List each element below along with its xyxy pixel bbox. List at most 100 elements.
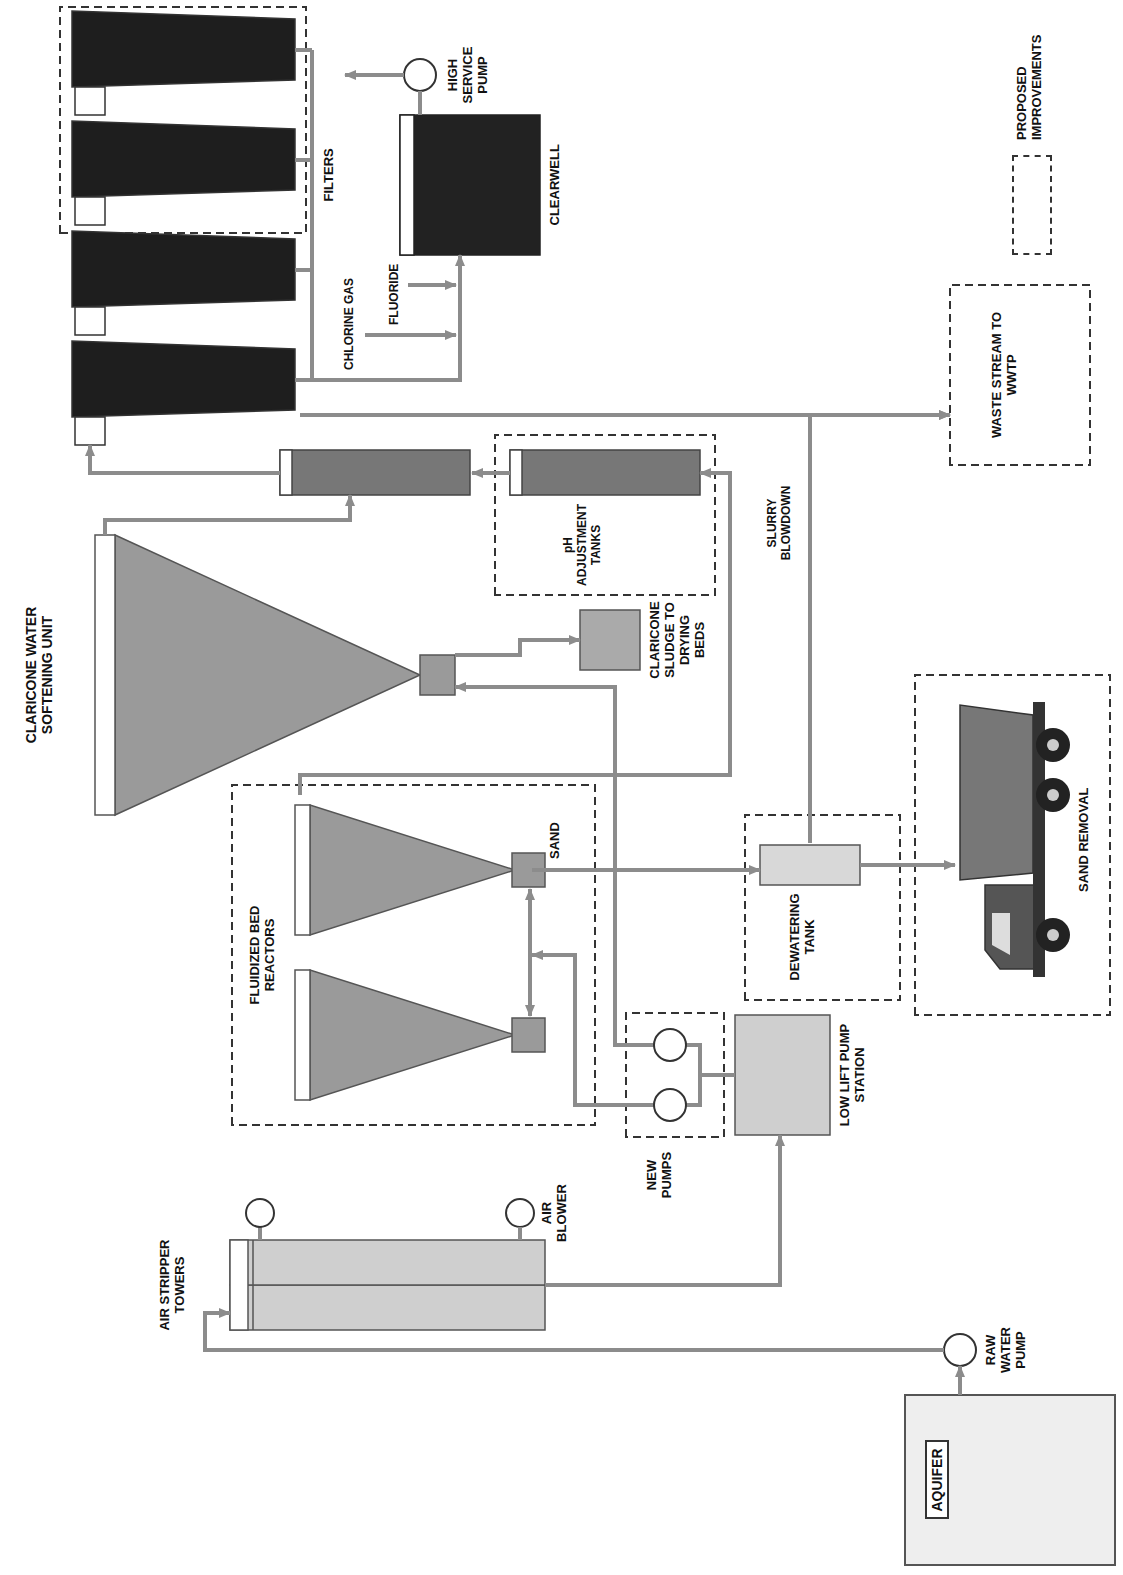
node-label: pH ADJUSTMENT TANKS <box>562 503 603 587</box>
stream-label: SAND <box>548 822 563 859</box>
wet-well <box>735 1015 830 1135</box>
flow-label: SLURRY BLOWDOWN <box>766 471 794 575</box>
transfer-arrow <box>472 471 510 475</box>
node-label: HIGH SERVICE PUMP <box>446 39 491 111</box>
pipe-connector <box>205 1313 944 1350</box>
truck-hub <box>1047 929 1059 941</box>
filter-inlet-box <box>75 197 105 225</box>
waste-stream-box: WASTE STREAM TO WWTP <box>950 285 1090 465</box>
tower <box>230 1240 545 1285</box>
filter-media <box>72 231 295 307</box>
chemical-feed-arrow <box>365 333 456 337</box>
reactor-vessels <box>295 805 545 1100</box>
pump-node: RAW WATER PUMP <box>944 1334 976 1366</box>
pump-symbol <box>944 1334 976 1366</box>
reactor-group: FLUIDIZED BED REACTORS <box>240 795 532 1115</box>
tower <box>230 1285 545 1330</box>
stripper-towers <box>230 1240 545 1330</box>
node-label: CLARICONE WATER SOFTENING UNIT <box>23 590 55 760</box>
claricone-top <box>95 535 115 815</box>
distribution-arrow <box>345 73 404 77</box>
pipe-connector <box>455 687 632 1045</box>
pipe-connector <box>300 255 460 380</box>
filter-group: FILTERS <box>70 10 300 445</box>
pump-symbol <box>654 1029 686 1061</box>
pipe-connector <box>300 473 730 795</box>
pipe-connector <box>700 1073 735 1077</box>
node-label: CLEARWELL <box>548 144 563 225</box>
ph-tank-shapes <box>280 450 700 495</box>
proposed-outline <box>745 815 900 1000</box>
aquifer-box: AQUIFER <box>905 1395 1115 1565</box>
reactor-cone <box>310 970 515 1100</box>
legend-entry: PROPOSED IMPROVEMENTS <box>1008 5 1058 255</box>
truck-wheel <box>1036 728 1070 762</box>
pipe-connector <box>90 445 280 473</box>
reactor-top <box>295 805 310 935</box>
node-label: AIR STRIPPER TOWERS <box>158 1223 188 1348</box>
tank-top <box>510 450 522 495</box>
filter-collector <box>295 50 312 380</box>
filter-inlet-box <box>75 417 105 445</box>
node-label: FLUIDIZED BED REACTORS <box>248 885 278 1025</box>
clearwell-tank <box>400 115 540 255</box>
node-label: CLARICONE SLUDGE TO DRYING BEDS <box>648 597 708 683</box>
node-label: FILTERS <box>322 148 337 201</box>
chemical-feed-arrow <box>408 283 456 287</box>
blower-duct <box>258 1227 262 1240</box>
filter-media <box>72 121 295 197</box>
pipe-connector <box>418 91 422 115</box>
stripper-towers: AIR STRIPPER TOWERS <box>230 1240 545 1330</box>
pump-symbol <box>654 1089 686 1121</box>
truck-bed <box>960 705 1033 880</box>
clearwell: CLEARWELL <box>400 115 540 255</box>
truck-hub <box>1047 739 1059 751</box>
blower-symbol <box>506 1199 534 1227</box>
proposed-outline <box>60 7 1110 1137</box>
proposed-outline <box>950 285 1090 465</box>
pipe-connector <box>300 413 950 417</box>
tank-shape <box>760 845 860 885</box>
tower-band <box>252 1240 254 1330</box>
node-label: DEWATERING TANK <box>788 889 818 985</box>
stream-label: CHLORINE GAS <box>343 278 357 370</box>
softening-unit: CLARICONE WATER SOFTENING UNIT <box>95 535 455 815</box>
clearwell-top <box>400 115 414 255</box>
truck-wheel <box>1036 918 1070 952</box>
tank-shape <box>510 450 700 495</box>
legend-swatch <box>1012 155 1052 255</box>
drying-bed: CLARICONE SLUDGE TO DRYING BEDS <box>580 610 640 670</box>
reactor-top <box>295 970 310 1100</box>
node-label: SAND REMOVAL <box>1077 788 1092 892</box>
pipe-connector <box>810 415 950 843</box>
pipe-connector <box>545 1135 780 1285</box>
dewatering-tank: DEWATERING TANK <box>760 843 860 985</box>
pipe-connector <box>105 495 350 535</box>
reactor-base <box>512 1018 545 1052</box>
proposed-outline <box>915 675 1110 1015</box>
ph-tanks: pH ADJUSTMENT TANKS <box>280 450 700 495</box>
new-pumps: NEW PUMPS <box>632 1020 700 1130</box>
tower-top <box>230 1240 248 1330</box>
filter-media <box>72 11 295 87</box>
tank-shape <box>280 450 470 495</box>
pipe-connector <box>860 863 955 867</box>
pipe-connector <box>532 868 760 872</box>
sand-transfer <box>528 889 532 1016</box>
sand-removal: SAND REMOVAL <box>955 695 1100 985</box>
drying-bed <box>580 610 640 670</box>
truck-window <box>992 913 1010 955</box>
filter-inlet-box <box>75 87 105 115</box>
pipe-connector <box>518 1227 522 1240</box>
filter-inlet-box <box>75 307 105 335</box>
blower-symbol <box>246 1199 274 1227</box>
node-label: WASTE STREAM TO WWTP <box>990 300 1020 450</box>
pipe-connector <box>455 640 580 655</box>
stream-label: FLUORIDE <box>388 264 402 325</box>
pump-station: LOW LIFT PUMP STATION <box>735 1015 830 1135</box>
node-label: AQUIFER <box>925 1441 949 1520</box>
reactor-cone <box>310 805 515 935</box>
pipe-connector <box>958 1366 962 1395</box>
truck-hub <box>1047 789 1059 801</box>
